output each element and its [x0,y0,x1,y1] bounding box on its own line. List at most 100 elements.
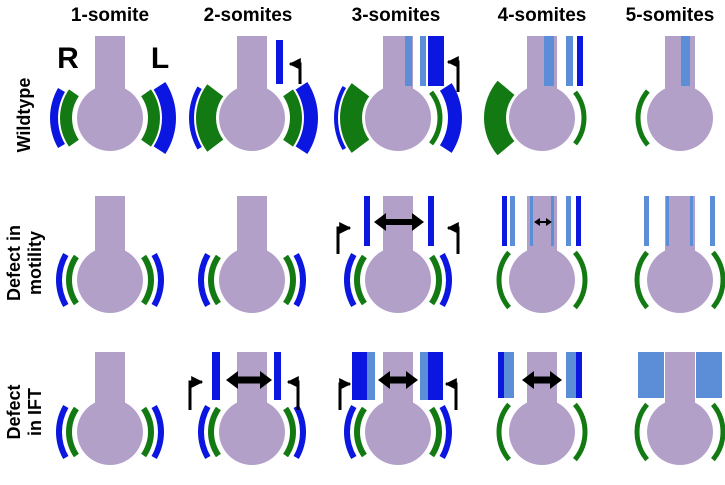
bent-arrow [188,376,204,410]
right-blue-arc [55,253,69,307]
column-header-2: 2-somites [204,5,293,26]
light-blue-band [696,352,722,398]
double-arrow-head-right [406,371,418,389]
blue-band [428,196,434,246]
row-header-motility-line2: motility [25,231,45,295]
left-green-arc [141,254,154,306]
bent-arrow [446,56,460,92]
light-blue-band [638,352,664,398]
head-bulb [647,85,713,151]
light-blue-band [710,196,715,246]
row-header-ift-line2: in IFT [25,388,45,436]
right-blue-arc [344,405,357,459]
right-green-arc [196,84,224,152]
left-blue-arc [151,253,164,307]
left-blue-arc [439,405,452,459]
left-blue-arc [439,253,452,307]
right-blue-arc [198,253,211,307]
head-bulb [509,247,575,313]
head-bulb [77,247,143,313]
light-blue-band [530,196,533,246]
head-bulb [219,247,285,313]
bent-arrow [286,376,300,410]
light-blue-band [405,36,412,86]
right-blue-arc [198,405,211,459]
double-arrow-head-left [378,371,390,389]
left-thin-green-arc [572,402,588,462]
blue-band [576,352,582,398]
right-green-arc [354,254,367,306]
bent-arrow [338,378,352,410]
light-blue-band [690,196,693,246]
bent-arrow [444,378,458,410]
blue-band [352,352,367,400]
double-arrow-head-left [226,371,238,389]
head-bulb [647,247,713,313]
double-arrow-head-right [550,371,562,389]
row-header-ift-line1: Defect [4,384,24,439]
head-bulb [77,399,143,465]
right-side-label: R [57,42,79,75]
double-arrow-head-left [374,213,386,231]
head-bulb [365,247,431,313]
right-thin-green-arc [496,250,512,310]
head-bulb [365,399,431,465]
blue-band [212,352,220,400]
head-bulb [365,85,431,151]
left-blue-arc [439,83,462,153]
bent-arrow [336,222,352,254]
left-blue-arc [151,405,164,459]
double-arrow-head-right [412,213,424,231]
left-side-label: L [151,42,169,75]
small-arrow-head-right [546,218,552,226]
bent-arrow [288,58,302,84]
blue-band [274,352,281,400]
blue-band [276,40,283,84]
left-blue-arc [293,253,306,307]
blue-band [364,196,370,246]
blue-band [502,196,507,246]
left-green-arc [429,254,442,306]
right-blue-arc [344,253,357,307]
left-green-arc [283,89,302,147]
double-arrow-head-right [260,371,272,389]
column-header-4: 4-somites [498,5,587,26]
right-green-arc [208,406,221,458]
right-blue-arc [188,86,202,150]
right-thin-green-arc [635,89,650,147]
head-bulb [77,85,143,151]
left-green-arc [283,254,296,306]
right-green-arc [339,83,370,153]
right-green-arc [59,89,79,147]
right-green-arc [208,254,221,306]
double-arrow-head-left [522,371,534,389]
right-green-arc [483,80,515,156]
light-blue-band [510,196,515,246]
right-blue-arc [55,405,69,459]
right-blue-arc [334,86,347,150]
right-green-arc [354,406,367,458]
head-bulb [219,85,285,151]
light-blue-band [681,36,690,86]
left-green-arc [141,89,160,147]
light-blue-band [666,196,669,246]
blue-band [498,352,504,398]
left-thin-green-arc [572,250,588,310]
light-blue-band [367,352,375,400]
light-blue-band [551,196,554,246]
head-bulb [219,399,285,465]
right-blue-arc [50,88,65,148]
light-blue-band [566,196,571,246]
right-thin-green-arc [496,402,512,462]
light-blue-band [504,352,514,398]
column-header-1: 1-somite [71,5,149,26]
right-thin-green-arc [634,402,650,462]
blue-band [576,196,581,246]
blue-band [428,36,444,86]
left-blue-arc [153,82,176,154]
light-blue-band [420,352,428,400]
left-thin-green-arc [710,402,725,462]
small-arrow-head-left [534,218,540,226]
right-thin-green-arc [634,250,650,310]
